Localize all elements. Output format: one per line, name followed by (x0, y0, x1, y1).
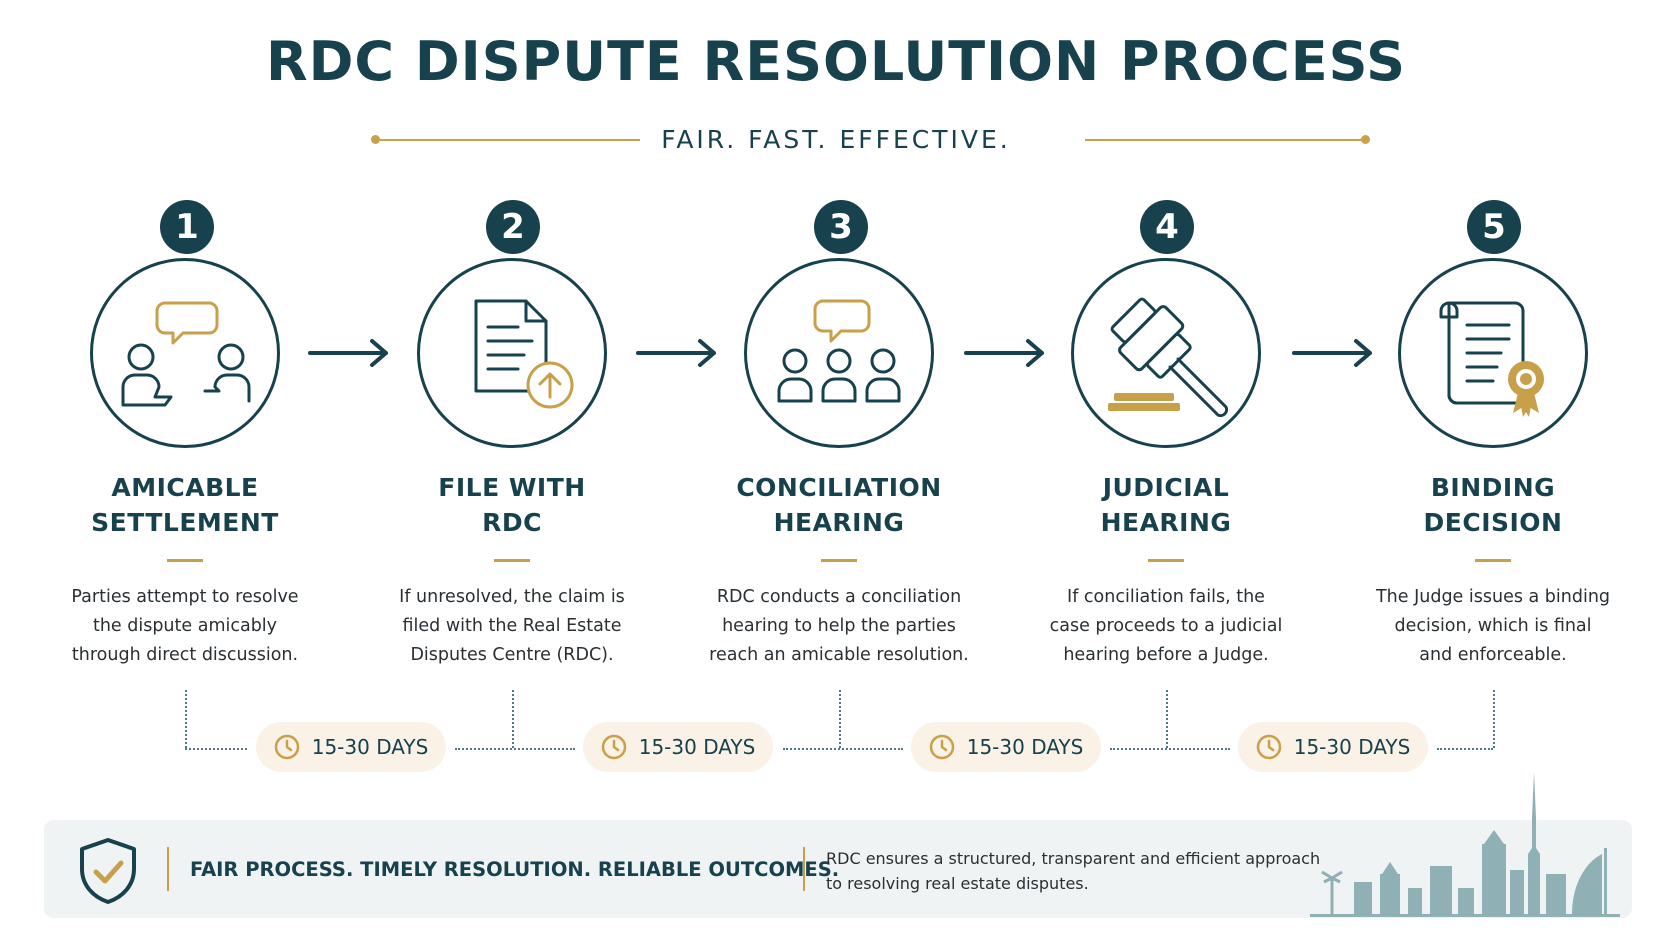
step-5-icon-circle (1398, 258, 1588, 448)
file-upload-icon (474, 299, 574, 409)
timeline-connector (185, 748, 247, 750)
arrow-right-icon (1292, 339, 1372, 367)
duration-label: 15-30 DAYS (1293, 735, 1411, 759)
step-2-number-badge: 2 (486, 200, 540, 254)
group-meeting-icon (777, 299, 901, 403)
tagline-left-dot (371, 135, 380, 144)
banner-separator (167, 847, 169, 891)
timeline-connector (1437, 748, 1493, 750)
city-skyline-icon (1310, 772, 1620, 917)
tagline: FAIR. FAST. EFFECTIVE. (661, 125, 1011, 154)
page-title: RDC DISPUTE RESOLUTION PROCESS (266, 30, 1406, 93)
duration-pill: 15-30 DAYS (911, 722, 1101, 772)
shield-check-icon (80, 838, 136, 904)
step-2-icon-circle (417, 258, 607, 448)
banner-description: RDC ensures a structured, transparent an… (826, 849, 1321, 893)
arrow-right-icon (308, 339, 388, 367)
clock-icon (601, 734, 626, 760)
step-3-divider (821, 559, 857, 562)
tagline-right-dot (1361, 135, 1370, 144)
arrow-right-icon (964, 339, 1044, 367)
step-1-number-badge: 1 (160, 200, 214, 254)
gavel-icon (1108, 297, 1229, 418)
banner-separator (803, 847, 805, 891)
step-3-number-badge: 3 (814, 200, 868, 254)
timeline-connector (1493, 690, 1495, 748)
step-4-divider (1148, 559, 1184, 562)
tagline-left-line (376, 139, 640, 141)
duration-pill: 15-30 DAYS (256, 722, 446, 772)
certificate-icon (1439, 301, 1544, 417)
duration-label: 15-30 DAYS (966, 735, 1084, 759)
timeline-connector (185, 690, 187, 748)
timeline-connector (512, 690, 514, 748)
timeline-connector (783, 748, 903, 750)
clock-icon (1256, 734, 1281, 760)
banner-heading: FAIR PROCESS. TIMELY RESOLUTION. RELIABL… (190, 858, 840, 881)
duration-label: 15-30 DAYS (638, 735, 756, 759)
step-4-number-badge: 4 (1140, 200, 1194, 254)
step-1-icon-circle (90, 258, 280, 448)
clock-icon (274, 734, 299, 760)
clock-icon (929, 734, 954, 760)
step-2-divider (494, 559, 530, 562)
step-3-icon-circle (744, 258, 934, 448)
arrow-right-icon (636, 339, 716, 367)
step-5-divider (1475, 559, 1511, 562)
duration-pill: 15-30 DAYS (1238, 722, 1428, 772)
step-5-number-badge: 5 (1467, 200, 1521, 254)
timeline-connector (1166, 690, 1168, 748)
step-4-icon-circle (1071, 258, 1261, 448)
tagline-right-line (1085, 139, 1365, 141)
timeline-connector (455, 748, 575, 750)
duration-pill: 15-30 DAYS (583, 722, 773, 772)
timeline-connector (839, 690, 841, 748)
timeline-connector (1110, 748, 1230, 750)
step-1-divider (167, 559, 203, 562)
discussion-icon (121, 301, 251, 407)
duration-label: 15-30 DAYS (311, 735, 429, 759)
